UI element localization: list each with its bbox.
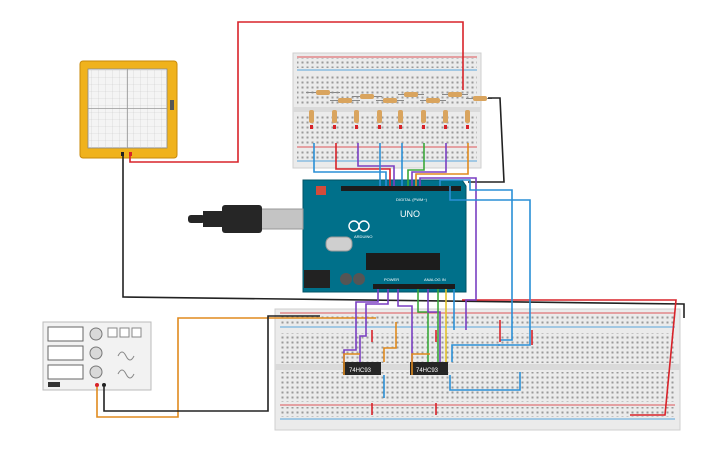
knob-icon[interactable]: [89, 327, 103, 341]
knob-icon[interactable]: [89, 346, 103, 360]
wire-orange[interactable]: [343, 353, 360, 375]
sine-wave-icon: [117, 369, 135, 379]
wire-purple[interactable]: [397, 289, 413, 362]
chip[interactable]: 74HC93: [410, 362, 448, 375]
oscilloscope-knob[interactable]: [170, 100, 174, 110]
analog-label: ANALOG IN: [424, 277, 446, 282]
resistor[interactable]: [309, 110, 314, 123]
leds: [310, 125, 469, 129]
resistor[interactable]: [352, 94, 382, 99]
wire-purple[interactable]: [427, 289, 441, 362]
resistor[interactable]: [465, 110, 470, 123]
resistor[interactable]: [377, 110, 382, 123]
chip-label: 74HC93: [416, 368, 439, 374]
digital-label: DIGITAL (PWM~): [396, 197, 428, 202]
wire-blue[interactable]: [449, 372, 521, 391]
arduino-brand: ARDUINO: [354, 234, 372, 239]
sine-wave-icon: [117, 351, 135, 361]
chip-label: 74HC93: [349, 368, 372, 374]
resistor[interactable]: [420, 98, 446, 103]
wire-red[interactable]: [462, 299, 677, 416]
resistor[interactable]: [376, 98, 404, 103]
wire-purple[interactable]: [419, 177, 477, 330]
wire-orange[interactable]: [411, 353, 430, 375]
wire-green[interactable]: [417, 289, 429, 362]
chip[interactable]: 74HC93: [343, 362, 381, 375]
triangle-wave-button[interactable]: [119, 327, 130, 338]
resistors-horizontal[interactable]: [306, 90, 492, 103]
square-wave-button[interactable]: [107, 327, 118, 338]
resistor[interactable]: [442, 92, 468, 97]
wire-red[interactable]: [335, 143, 391, 186]
generator-terminal-black[interactable]: [102, 383, 106, 387]
top-breadboard[interactable]: [292, 52, 482, 169]
resistor[interactable]: [354, 110, 359, 123]
wires[interactable]: [96, 21, 685, 418]
wire-orange[interactable]: [96, 317, 376, 418]
wire-black[interactable]: [468, 97, 505, 183]
resistor[interactable]: [398, 92, 424, 97]
sine-wave-button[interactable]: [131, 327, 142, 338]
wire-purple[interactable]: [357, 143, 395, 186]
wire-blue[interactable]: [449, 186, 531, 346]
resistor[interactable]: [306, 90, 340, 95]
wire-blue[interactable]: [451, 344, 500, 362]
wire-blue[interactable]: [313, 143, 387, 186]
resistor[interactable]: [332, 110, 337, 123]
resistor[interactable]: [466, 96, 492, 101]
wire-purple[interactable]: [359, 289, 389, 362]
usb-plug-icon[interactable]: [188, 205, 304, 233]
wire-black[interactable]: [122, 156, 685, 318]
scope-terminal-black[interactable]: [121, 152, 124, 156]
scope-terminal-red[interactable]: [129, 152, 132, 156]
knob-icon[interactable]: [89, 365, 103, 379]
power-label: POWER: [384, 277, 399, 282]
power-switch[interactable]: [48, 382, 60, 387]
reset-button[interactable]: [316, 186, 326, 195]
generator-terminal-red[interactable]: [95, 383, 99, 387]
wire-blue[interactable]: [439, 179, 513, 341]
uno-label: UNO: [400, 209, 420, 219]
resistors-vertical[interactable]: [309, 110, 470, 123]
resistor[interactable]: [443, 110, 448, 123]
wire-orange[interactable]: [383, 322, 397, 362]
wire-purple[interactable]: [343, 289, 379, 362]
resistor[interactable]: [330, 98, 360, 103]
resistor[interactable]: [421, 110, 426, 123]
resistor[interactable]: [398, 110, 403, 123]
function-generator[interactable]: [42, 321, 152, 391]
arduino-uno[interactable]: UNO ARDUINO DIGITAL (PWM~) POWER ANALOG …: [302, 179, 467, 293]
oscilloscope[interactable]: [79, 60, 178, 159]
wire-red[interactable]: [129, 21, 464, 163]
bottom-breadboard[interactable]: [274, 308, 681, 431]
wire-orange[interactable]: [415, 143, 469, 186]
dc-jack[interactable]: [304, 270, 330, 288]
wire-green[interactable]: [407, 143, 425, 186]
wire-purple[interactable]: [411, 143, 447, 186]
wire-black[interactable]: [103, 315, 320, 412]
